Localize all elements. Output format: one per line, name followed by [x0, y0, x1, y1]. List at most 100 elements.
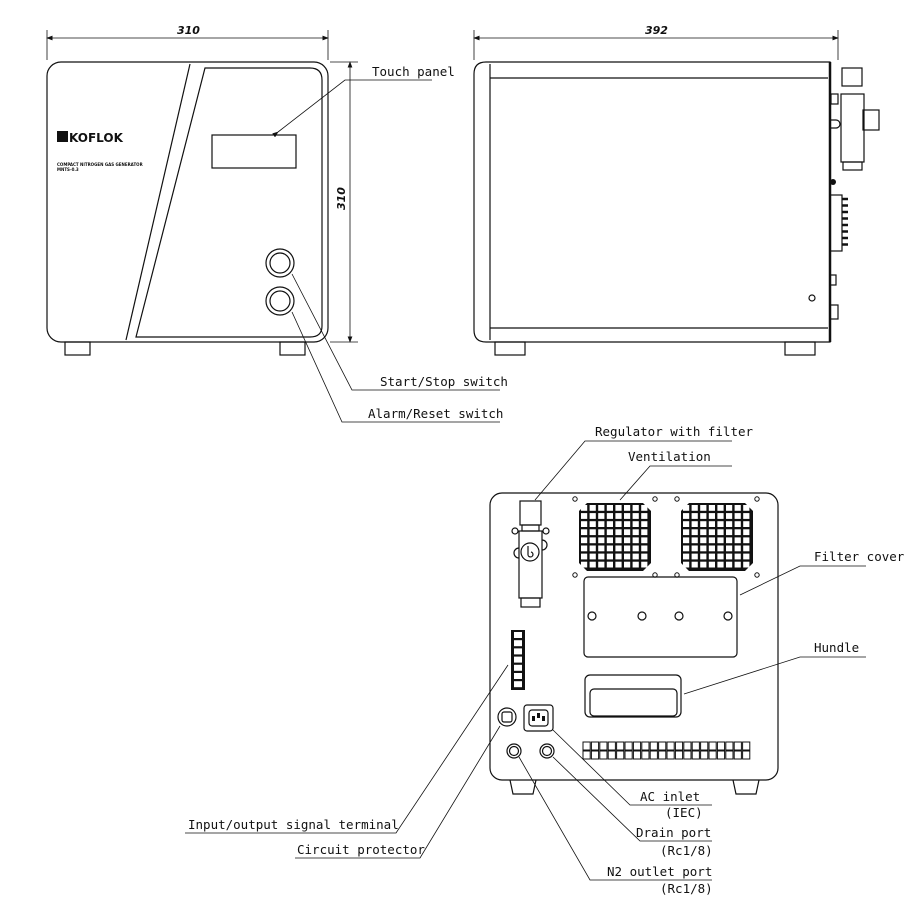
circuit-protector[interactable] — [497, 707, 517, 727]
grille-hole — [624, 529, 631, 536]
grille-hole — [691, 529, 698, 536]
grille-hole — [598, 513, 605, 519]
grille-hole — [734, 521, 741, 527]
grille-hole — [734, 553, 741, 560]
grille-hole — [641, 529, 648, 536]
front-body — [46, 61, 329, 343]
grille-hole — [615, 561, 622, 568]
svg-text:COMPACT NITROGEN GAS GENERATOR: COMPACT NITROGEN GAS GENERATOR — [57, 162, 143, 167]
grille-hole — [708, 545, 715, 552]
grille-hole — [683, 521, 690, 527]
grille-hole — [615, 537, 622, 544]
grille-hole — [708, 537, 715, 544]
grille-hole — [581, 545, 588, 552]
vent-slot — [683, 741, 692, 751]
vent-slot — [649, 741, 658, 751]
grille-hole — [581, 561, 588, 568]
vent-slot — [700, 741, 709, 751]
side-body — [473, 61, 831, 343]
foot — [279, 341, 306, 356]
filter-cover-label: Filter cover — [814, 549, 905, 564]
grille-hole — [734, 561, 741, 568]
grille-hole — [615, 505, 622, 511]
terminal-screw — [514, 656, 522, 663]
grille-hole — [734, 545, 741, 552]
vent-slot — [691, 750, 700, 760]
grille-hole — [743, 561, 750, 568]
vent-slot — [641, 750, 650, 760]
grille-hole — [691, 513, 698, 519]
ventilation-fan-left — [572, 496, 658, 578]
touch-panel[interactable] — [211, 134, 297, 169]
regulator-label: Regulator with filter — [595, 424, 754, 439]
grille-hole — [726, 553, 733, 560]
vent-slot — [582, 750, 591, 760]
io-signal-terminal[interactable] — [511, 630, 525, 690]
grille-hole — [708, 521, 715, 527]
alarm-reset-label: Alarm/Reset switch — [368, 406, 503, 421]
grille-hole — [624, 505, 631, 511]
n2-outlet-sublabel: (Rc1/8) — [660, 881, 713, 896]
grille-hole — [717, 521, 724, 527]
vent-slot — [632, 741, 642, 751]
grille-hole — [734, 529, 741, 536]
grille-hole — [734, 505, 741, 511]
vent-slot — [708, 750, 717, 760]
width-dimension: 310 — [177, 24, 200, 37]
grille-hole — [581, 513, 588, 519]
drain-port[interactable] — [539, 743, 555, 759]
grille-hole — [708, 513, 715, 519]
foot — [509, 779, 537, 795]
grille-hole — [606, 553, 613, 560]
grille-hole — [606, 561, 613, 568]
terminal-screw — [514, 664, 522, 671]
vent-slot — [674, 750, 684, 760]
grille-hole — [717, 505, 724, 511]
depth-dimension: 392 — [645, 24, 668, 37]
grille-hole — [717, 537, 724, 544]
grille-hole — [743, 513, 750, 519]
svg-text:KOFLOK: KOFLOK — [69, 131, 124, 145]
terminal-screw — [514, 648, 522, 655]
vent-slot — [616, 741, 625, 751]
grille-hole — [641, 521, 648, 527]
regulator-with-filter[interactable] — [511, 500, 550, 608]
grille-hole — [683, 505, 690, 511]
grille-hole — [691, 561, 698, 568]
grille-hole — [632, 553, 639, 560]
heat-sink — [829, 194, 843, 252]
vent-slot — [649, 750, 658, 760]
grille-hole — [606, 545, 613, 552]
handle-label: Hundle — [814, 640, 859, 655]
ventilation-label: Ventilation — [628, 449, 711, 464]
vent-slot — [725, 750, 734, 760]
ac-inlet[interactable] — [523, 704, 554, 732]
grille-hole — [717, 529, 724, 536]
grille-hole — [589, 545, 596, 552]
grille-hole — [700, 545, 707, 552]
vent-slot — [742, 750, 751, 760]
drain-port-label: Drain port — [636, 825, 711, 840]
grille-hole — [581, 553, 588, 560]
grille-hole — [641, 505, 648, 511]
grille-hole — [708, 561, 715, 568]
handle[interactable] — [584, 674, 682, 718]
grille-hole — [606, 521, 613, 527]
alarm-reset-switch[interactable] — [265, 286, 295, 316]
vent-slot — [716, 750, 726, 760]
grille-hole — [691, 537, 698, 544]
n2-outlet-port[interactable] — [506, 743, 522, 759]
grille-hole — [708, 529, 715, 536]
vent-slot — [582, 741, 591, 751]
grille-hole — [700, 529, 707, 536]
filter-cover[interactable] — [583, 576, 738, 658]
grille-hole — [743, 545, 750, 552]
regulator-side — [830, 67, 880, 171]
logo: KOFLOK COMPACT NITROGEN GAS GENERATOR MN… — [57, 131, 143, 172]
grille-hole — [632, 545, 639, 552]
grille-hole — [624, 513, 631, 519]
grille-hole — [615, 521, 622, 527]
start-stop-switch[interactable] — [265, 248, 295, 278]
vent-slot — [666, 750, 675, 760]
vent-slot — [716, 741, 726, 751]
